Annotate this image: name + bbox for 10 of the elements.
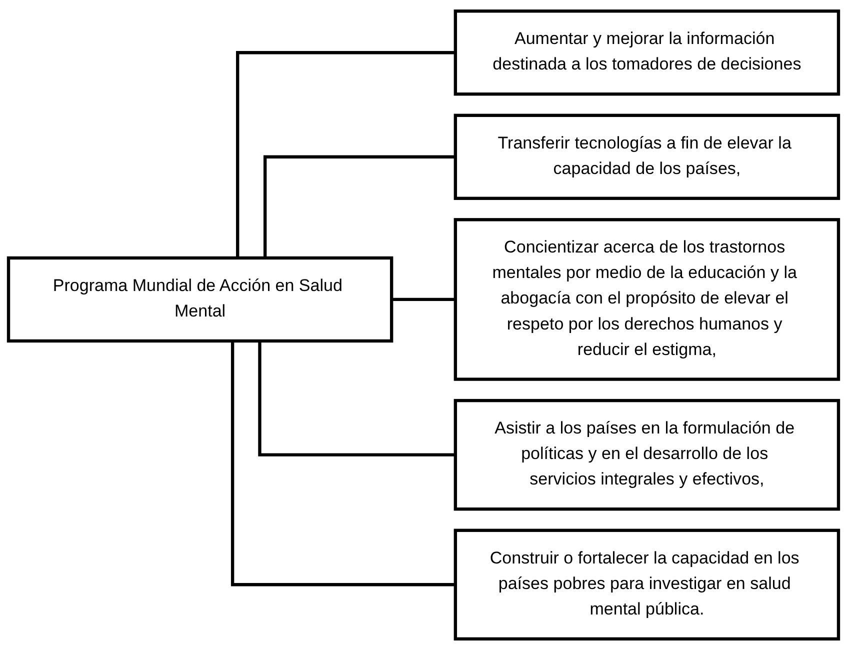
connector [263,155,456,258]
node-box [454,218,840,381]
node-box [454,528,840,640]
node-box [454,10,840,96]
connector [236,51,456,258]
node-box [454,398,840,511]
connector [230,340,456,586]
node-box [6,256,394,343]
node-box [454,114,840,200]
connector [258,340,456,456]
